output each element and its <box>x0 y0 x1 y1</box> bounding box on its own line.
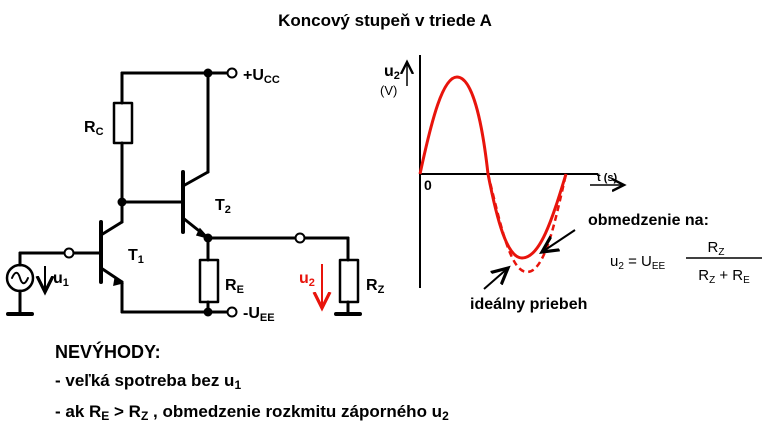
resistor-rc <box>112 101 134 145</box>
formula-lhs: u2 = UEE <box>610 253 666 272</box>
rc-label: RC <box>84 119 104 138</box>
ideal-pointer-arrow <box>483 268 508 290</box>
t2-label: T2 <box>215 197 231 216</box>
item2-sub-c: 2 <box>442 409 449 423</box>
item2-sub-a: E <box>101 409 110 423</box>
disadvantage-item-1: - veľká spotreba bez u1 <box>55 371 449 392</box>
junction-dots <box>117 68 213 317</box>
rz-label: RZ <box>366 277 385 296</box>
item2-sub-b: Z <box>140 409 149 423</box>
resistor-rz <box>338 258 360 304</box>
re-label: RE <box>225 277 244 296</box>
y-axis-unit: (V) <box>380 83 397 98</box>
origin-label: 0 <box>424 177 432 193</box>
formula-numerator: RZ <box>708 239 725 258</box>
u2-label: u2 <box>299 270 315 289</box>
formula-denominator: RZ + RE <box>698 267 750 286</box>
item2-part-b: > R <box>109 402 141 421</box>
terminals <box>63 67 306 318</box>
waveform-graph <box>407 55 624 290</box>
t1-emitter-arrow <box>113 277 124 287</box>
disadvantage-item-1-sub: 1 <box>234 378 242 392</box>
u1-label: u1 <box>53 270 69 289</box>
item2-part-a: - ak R <box>55 402 102 421</box>
limit-pointer-arrow <box>542 229 576 252</box>
limit-label: obmedzenie na: <box>588 212 709 229</box>
t1-label: T1 <box>128 247 144 266</box>
resistor-re <box>198 258 220 304</box>
ideal-label: ideálny priebeh <box>470 296 587 313</box>
diagram-title: Koncový stupeň v triede A <box>278 11 492 30</box>
item2-part-c: , obmedzenie rozkmitu záporného u <box>148 402 443 421</box>
disadvantages-heading: NEVÝHODY: <box>55 342 161 362</box>
y-axis-label: u2 <box>384 63 400 82</box>
output-waveform <box>418 75 568 260</box>
vee-label: -UEE <box>243 305 275 324</box>
limit-formula: u2 = UEE RZ RZ + RE <box>610 239 762 286</box>
disadvantage-item-2: - ak RE > RZ , obmedzenie rozkmitu zápor… <box>55 402 449 423</box>
disadvantages-list: NEVÝHODY: - veľká spotreba bez u1 - ak R… <box>55 342 449 433</box>
disadvantage-item-1-text: - veľká spotreba bez u <box>55 371 235 390</box>
x-axis-label: t (s) <box>597 172 618 184</box>
vcc-label: +UCC <box>243 67 280 86</box>
